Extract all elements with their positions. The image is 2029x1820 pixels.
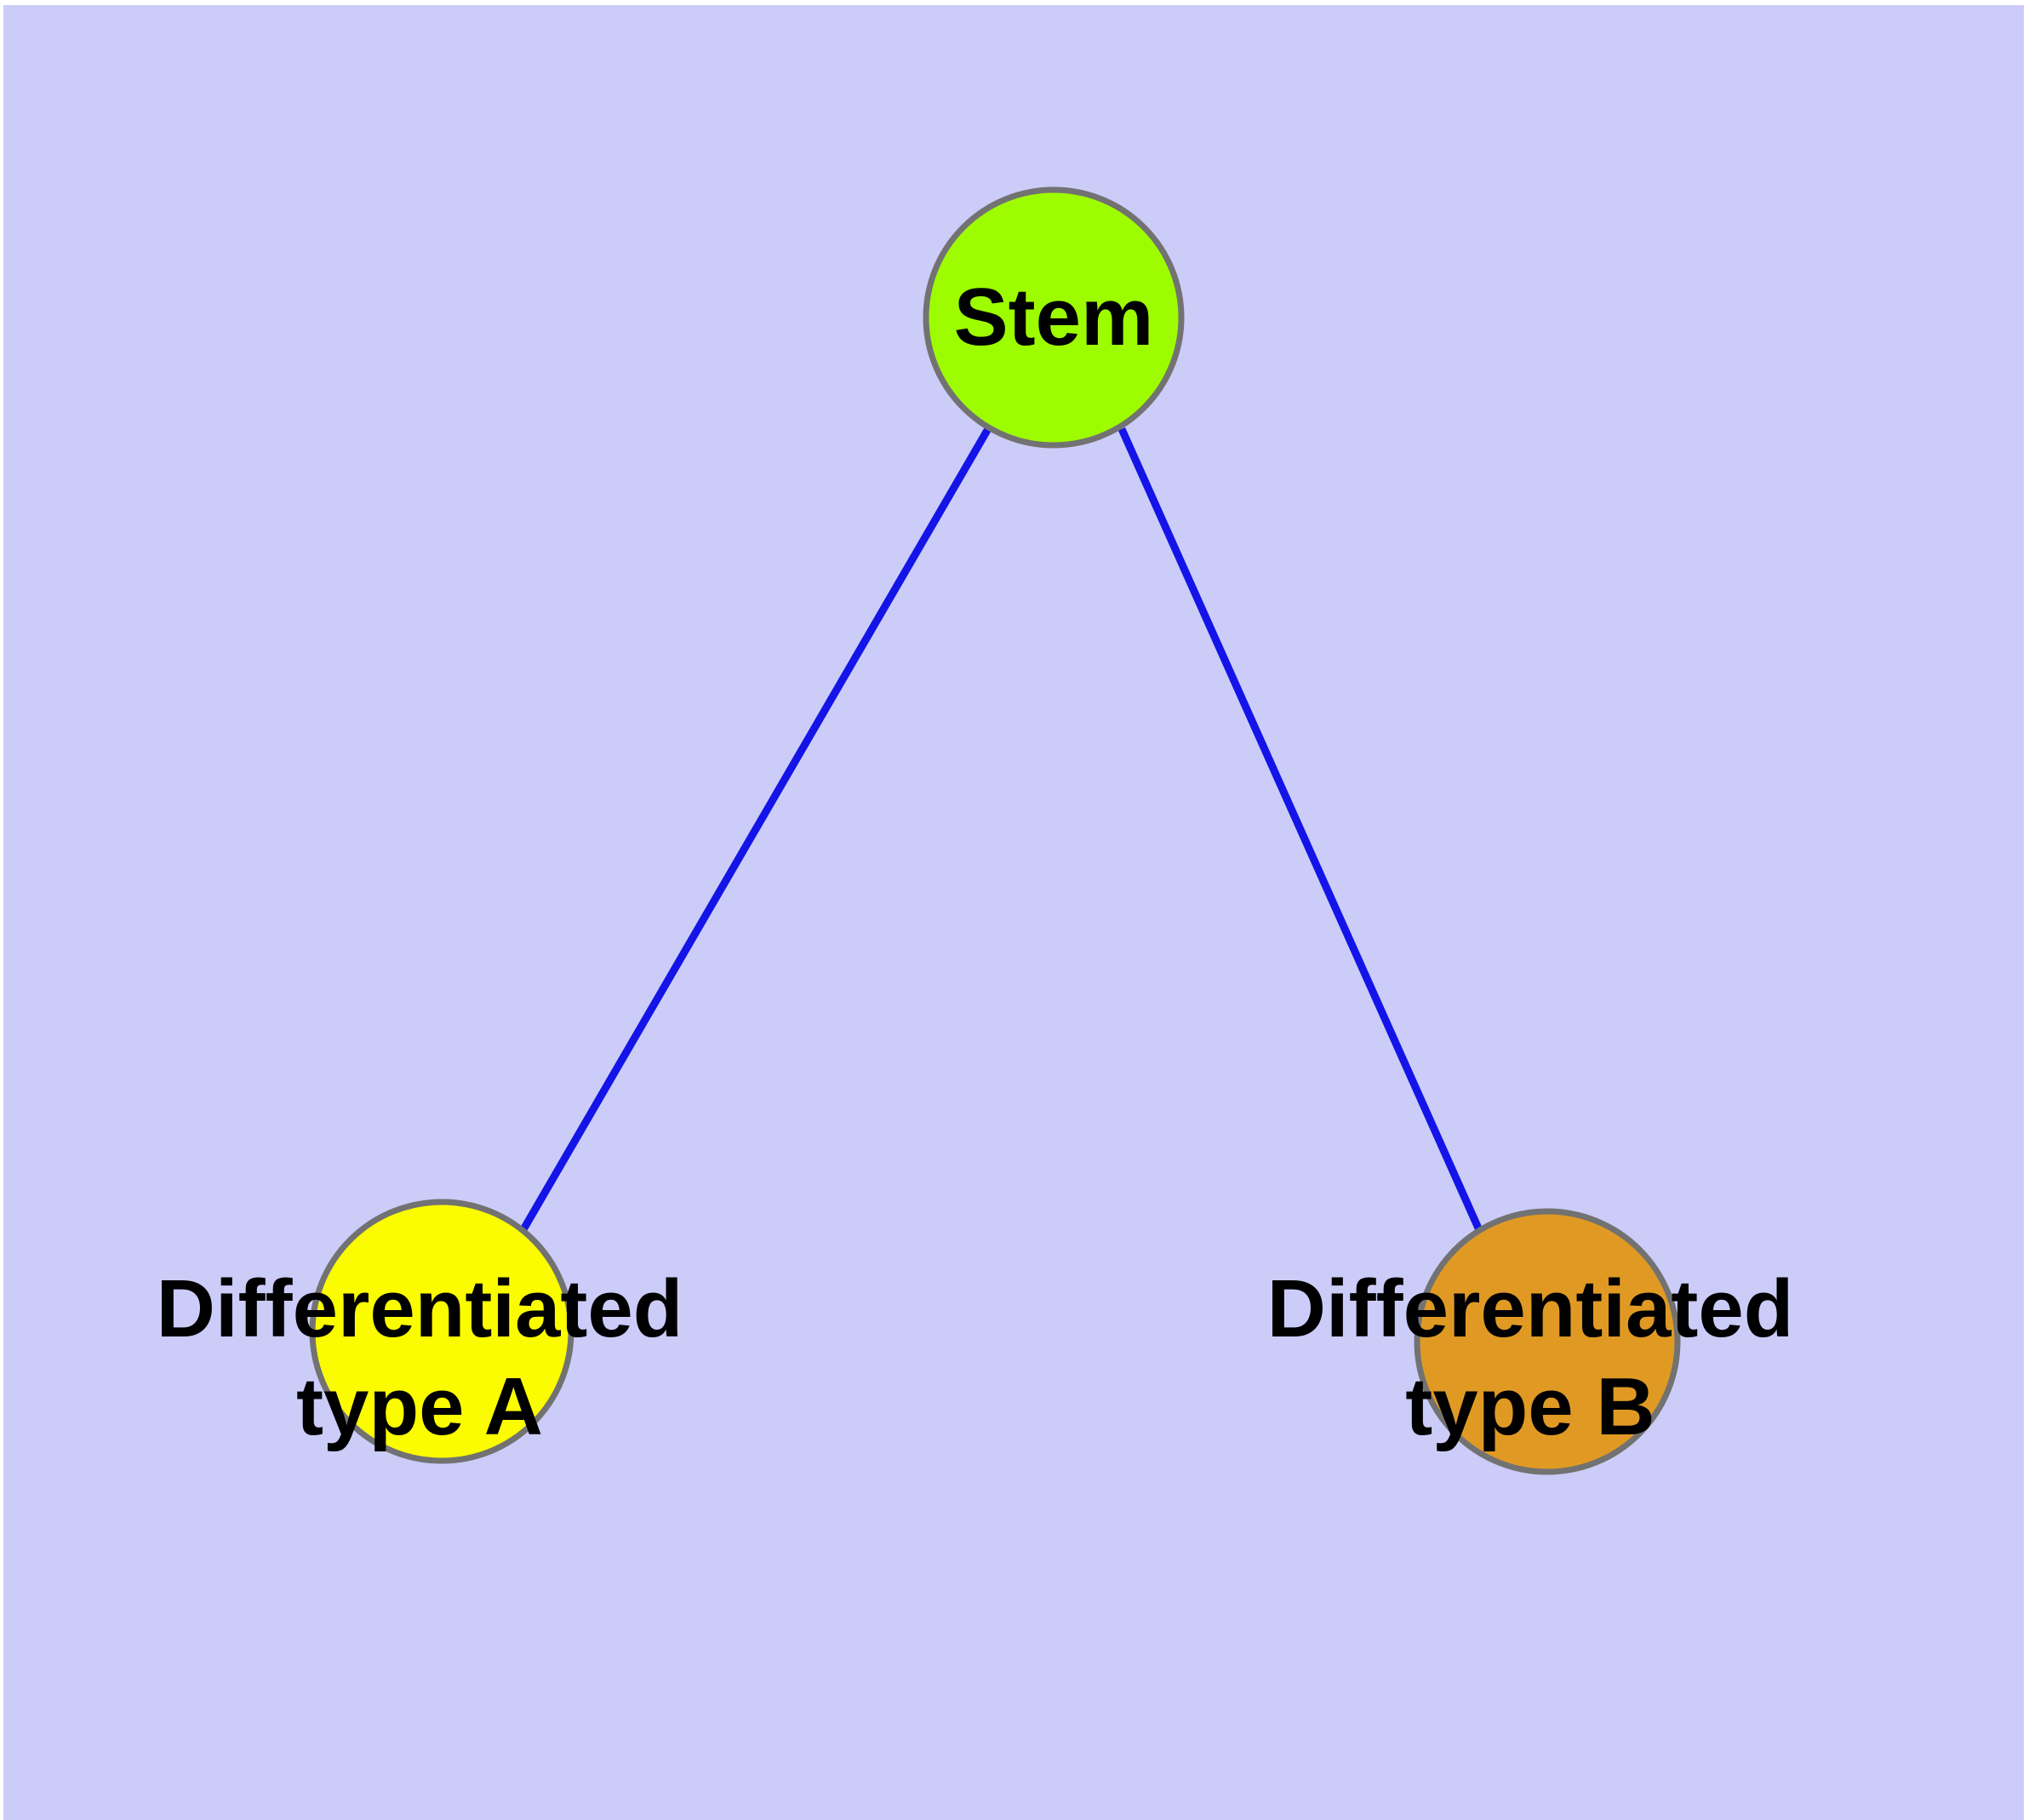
node-stem-circle[interactable] [923, 186, 1185, 449]
node-stem-label: Stem [954, 272, 1154, 363]
node-diff-a-label-line1: Differentiated [157, 1263, 683, 1354]
node-layer [309, 186, 1681, 1475]
node-diff-b-label-line2: type B [1405, 1361, 1655, 1452]
node-diff-a-label-line2: type A [296, 1361, 543, 1452]
label-layer: Stem Differentiated type A Differentiate… [157, 272, 1794, 1452]
edge-stem-to-diff-b[interactable] [1117, 427, 1483, 1232]
edge-stem-to-diff-a[interactable] [519, 425, 992, 1233]
node-stem[interactable] [923, 186, 1185, 449]
node-diff-b-label-line1: Differentiated [1267, 1263, 1794, 1354]
node-diff-a-circle[interactable] [309, 1199, 574, 1464]
node-diff-b[interactable] [1414, 1208, 1681, 1475]
edge-layer [519, 425, 1483, 1233]
node-diff-a[interactable] [309, 1199, 574, 1464]
node-diff-b-circle[interactable] [1414, 1208, 1681, 1475]
